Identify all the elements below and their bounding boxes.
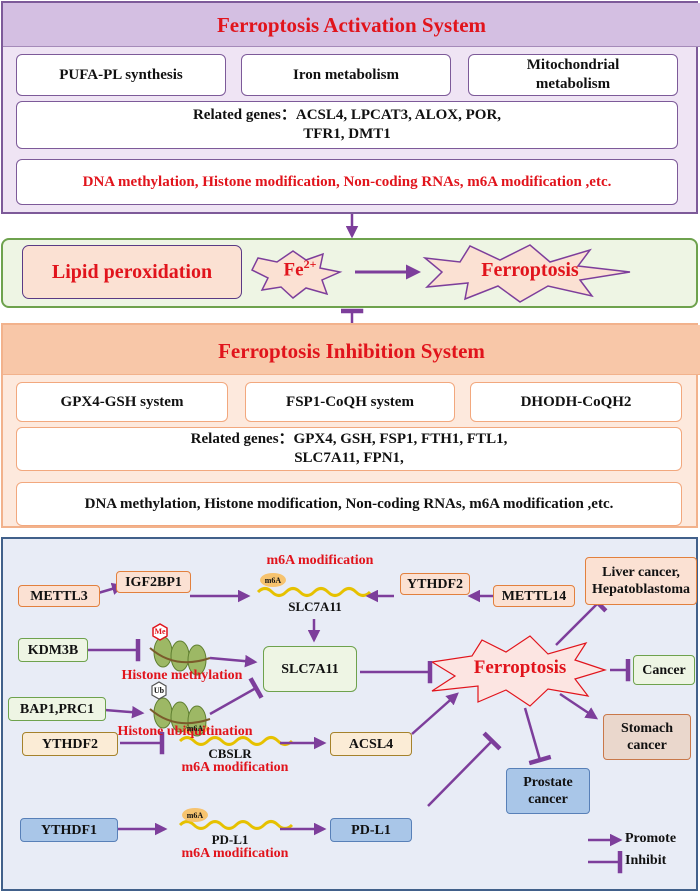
- legend-promote-label: Promote: [625, 831, 677, 846]
- m6a-modification-pdl1: m6A modification: [181, 846, 289, 861]
- liver-cancer-node: Liver cancer, Hepatoblastoma: [585, 557, 697, 605]
- cbslr-label: CBSLR: [208, 746, 252, 761]
- histone-methylation-label: Histone methylation: [121, 668, 243, 683]
- cbslr-mrna-strand: [178, 736, 294, 746]
- acsl4-node: ACSL4: [330, 732, 412, 756]
- mettl14-node: METTL14: [493, 585, 575, 607]
- pufa-pl-synthesis-box: PUFA-PL synthesis: [16, 54, 226, 96]
- ferroptosis-network-label: Ferroptosis: [473, 657, 567, 678]
- mitochondrial-metabolism-box: Mitochondrial metabolism: [468, 54, 678, 96]
- igf2bp1-node: IGF2BP1: [116, 571, 191, 593]
- histone-ubiquitination-label: Histone ubiquitination: [117, 724, 253, 739]
- activation-genes-box: Related genes：ACSL4, LPCAT3, ALOX, POR, …: [16, 101, 678, 149]
- inhibition-genes-line2: SLC7A11, FPN1,: [294, 450, 404, 466]
- activation-genes-line1: Related genes：ACSL4, LPCAT3, ALOX, POR,: [192, 107, 502, 123]
- m6a-tag-text-slc7a11: m6A: [264, 576, 282, 585]
- inhibition-title: Ferroptosis Inhibition System: [218, 339, 485, 363]
- histone-ubiquitination-graphic: [149, 681, 211, 737]
- stomach-cancer-node: Stomach cancer: [603, 714, 691, 760]
- pdl1-mrna-strand: [178, 820, 294, 830]
- bap1-to-histone: [104, 705, 145, 719]
- fe-star: [250, 250, 343, 299]
- mettl3-node: METTL3: [18, 585, 100, 607]
- inhibition-regulation-box: DNA methylation, Histone modification, N…: [16, 482, 682, 526]
- m6a-tag-slc7a11: [260, 573, 286, 587]
- gpx4-gsh-box: GPX4-GSH system: [16, 382, 228, 422]
- slc7a11-mrna-strand: [256, 587, 372, 597]
- activation-title-bar: Ferroptosis Activation System: [3, 3, 700, 47]
- ub-tag-hexagon: [151, 681, 167, 700]
- prostate-cancer-node: Prostate cancer: [506, 768, 590, 814]
- ferroptosis-inhibit-liver-cancer: [555, 593, 608, 646]
- me-tag-hexagon: [152, 623, 168, 641]
- me-tag-text: Me: [154, 627, 166, 636]
- ferroptosis-to-stomach-cancer: [559, 692, 599, 720]
- cancer-node: Cancer: [633, 655, 695, 685]
- activation-regulation-box: DNA methylation, Histone modification, N…: [16, 159, 678, 205]
- histone-methylation-graphic: [149, 623, 211, 676]
- iron-metabolism-box: Iron metabolism: [241, 54, 451, 96]
- fe-label: Fe2+: [283, 257, 317, 281]
- acsl4-to-ferroptosis: [411, 692, 459, 735]
- activation-title: Ferroptosis Activation System: [216, 13, 487, 37]
- ythdf1-node: YTHDF1: [20, 818, 118, 842]
- inhibition-genes-line1: Related genes：GPX4, GSH, FSP1, FTH1, FTL…: [190, 431, 508, 447]
- pdl1-mrna-label: PD-L1: [211, 832, 249, 847]
- legend-inhibit-label: Inhibit: [625, 853, 667, 868]
- slc7a11-node: SLC7A11: [263, 646, 357, 692]
- ub-tag-text: Ub: [153, 686, 165, 695]
- ferroptosis-inhibit-prostate-cancer: [523, 707, 552, 766]
- ythdf2-top-node: YTHDF2: [400, 573, 470, 595]
- dhodh-coqh2-box: DHODH-CoQH2: [470, 382, 682, 422]
- pdl1-node: PD-L1: [330, 818, 412, 842]
- m6a-modification-cbslr: m6A modification: [181, 760, 289, 775]
- activation-genes-line2: TFR1, DMT1: [303, 126, 391, 142]
- ferroptosis-star-network: [430, 635, 607, 707]
- ferroptosis-top-label: Ferroptosis: [481, 259, 579, 281]
- fsp1-coqh-box: FSP1-CoQH system: [245, 382, 455, 422]
- pdl1-inhibit-ferroptosis: [427, 731, 502, 807]
- m6a-tag-text-cbslr: m6A: [186, 724, 204, 733]
- slc7a11-mrna-label: SLC7A11: [288, 599, 342, 614]
- lipid-peroxidation-box: Lipid peroxidation: [22, 245, 242, 299]
- histone-methylation-to-slc7a11: [209, 654, 258, 668]
- histone-ubiquitination-inhibit-slc7a11: [209, 677, 264, 716]
- m6a-tag-pdl1: [182, 808, 208, 822]
- ferroptosis-star-top: [422, 244, 631, 303]
- m6a-modification-top: m6A modification: [266, 553, 374, 568]
- ythdf2-bottom-node: YTHDF2: [22, 732, 118, 756]
- inhibition-genes-box: Related genes：GPX4, GSH, FSP1, FTH1, FTL…: [16, 427, 682, 471]
- bap1-prc1-node: BAP1,PRC1: [8, 697, 106, 721]
- inhibition-title-bar: Ferroptosis Inhibition System: [3, 325, 700, 375]
- kdm3b-node: KDM3B: [18, 638, 88, 662]
- m6a-tag-text-pdl1: m6A: [186, 811, 204, 820]
